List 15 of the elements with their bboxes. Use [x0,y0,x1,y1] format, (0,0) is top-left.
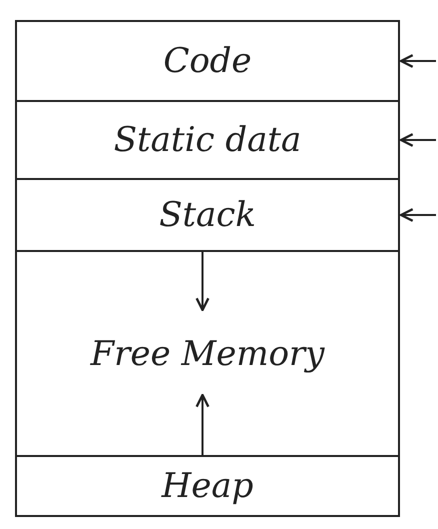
memory-segment [15,20,400,102]
memory-segment [15,100,400,180]
arrow [196,252,210,312]
arrow [400,208,436,222]
memory-segment [15,250,400,457]
arrow [400,133,436,147]
segment-label: Code [163,41,252,81]
arrow [196,394,210,455]
segment-label: Free Memory [90,334,324,374]
segment-label: Static data [114,120,302,160]
segment-label: Heap [162,466,254,506]
segment-label: Stack [159,195,256,235]
memory-segment [15,455,400,517]
memory-segment [15,178,400,252]
arrow [400,54,436,68]
